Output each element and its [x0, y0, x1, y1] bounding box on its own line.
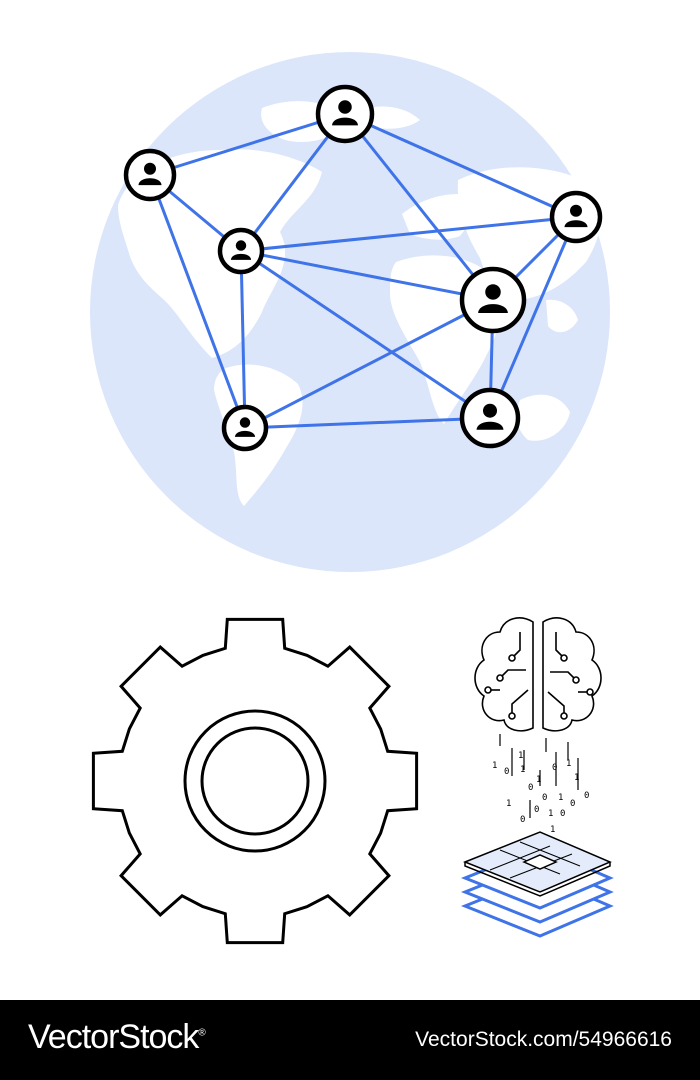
person-node — [221, 404, 269, 452]
person-node — [217, 227, 265, 275]
network-link — [148, 174, 247, 429]
person-icon — [230, 240, 252, 260]
brand-name: VectorStock — [28, 1018, 199, 1056]
binary-digit: 1 — [566, 759, 571, 769]
binary-digit: 1 — [548, 809, 553, 819]
brain-left-hemisphere — [474, 617, 534, 732]
network-link — [240, 249, 494, 302]
binary-digit: 1 — [518, 751, 523, 761]
gear-outline — [91, 617, 419, 945]
network-link — [488, 216, 578, 419]
person-icon — [476, 403, 504, 430]
binary-digit: 1 — [492, 761, 497, 771]
network-link — [240, 249, 491, 420]
binary-digit: 0 — [520, 815, 525, 825]
gear-icon — [91, 617, 419, 945]
chip-core — [522, 854, 558, 870]
brain-right-hemisphere — [542, 617, 602, 732]
network-link — [343, 113, 495, 301]
person-node — [549, 190, 603, 244]
brain-circuit-traces — [488, 632, 590, 716]
watermark-footer: VectorStock® VectorStock.com/54966616 — [0, 1000, 700, 1080]
binary-digit: 1 — [574, 773, 579, 783]
network-link — [244, 298, 494, 430]
person-icon — [564, 204, 588, 228]
binary-digit: 0 — [560, 809, 565, 819]
brand-logo: VectorStock® — [28, 1018, 206, 1057]
brain-circuit-nodes — [484, 654, 594, 720]
binary-digit: 1 — [520, 765, 525, 775]
network-link — [239, 250, 247, 429]
binary-digit: 1 — [506, 799, 511, 809]
binary-digit: 1 — [558, 793, 563, 803]
person-icon — [332, 100, 358, 126]
network-nodes — [123, 84, 603, 452]
circuit-brain-icon — [474, 617, 602, 732]
person-icon — [478, 284, 508, 314]
binary-digit: 1 — [550, 825, 555, 835]
gear-hole — [200, 726, 310, 836]
person-node — [123, 148, 177, 202]
person-icon — [234, 417, 256, 437]
person-node — [459, 387, 521, 449]
network-link — [240, 215, 577, 253]
binary-digit: 0 — [504, 767, 509, 777]
gear-inner-ring — [183, 709, 327, 853]
network-link — [149, 112, 346, 177]
chip-top-plate-rim — [464, 862, 611, 897]
southeast-asia-shape — [546, 299, 578, 333]
australia-shape — [516, 394, 570, 441]
binary-digit: 1 — [536, 775, 541, 785]
stacked-chip-layers-icon — [460, 831, 614, 938]
network-link — [344, 112, 577, 219]
binary-digit: 0 — [542, 793, 547, 803]
binary-digit: 0 — [552, 763, 557, 773]
binary-digit: 0 — [534, 805, 539, 815]
network-link — [244, 416, 491, 430]
person-node — [315, 84, 375, 144]
binary-digit: 0 — [528, 783, 533, 793]
stock-id: VectorStock.com/54966616 — [415, 1028, 672, 1051]
binary-digit: 0 — [584, 791, 589, 801]
binary-digit: 0 — [570, 799, 575, 809]
registered-mark: ® — [198, 1027, 205, 1039]
person-node — [459, 266, 527, 334]
person-icon — [138, 162, 162, 186]
